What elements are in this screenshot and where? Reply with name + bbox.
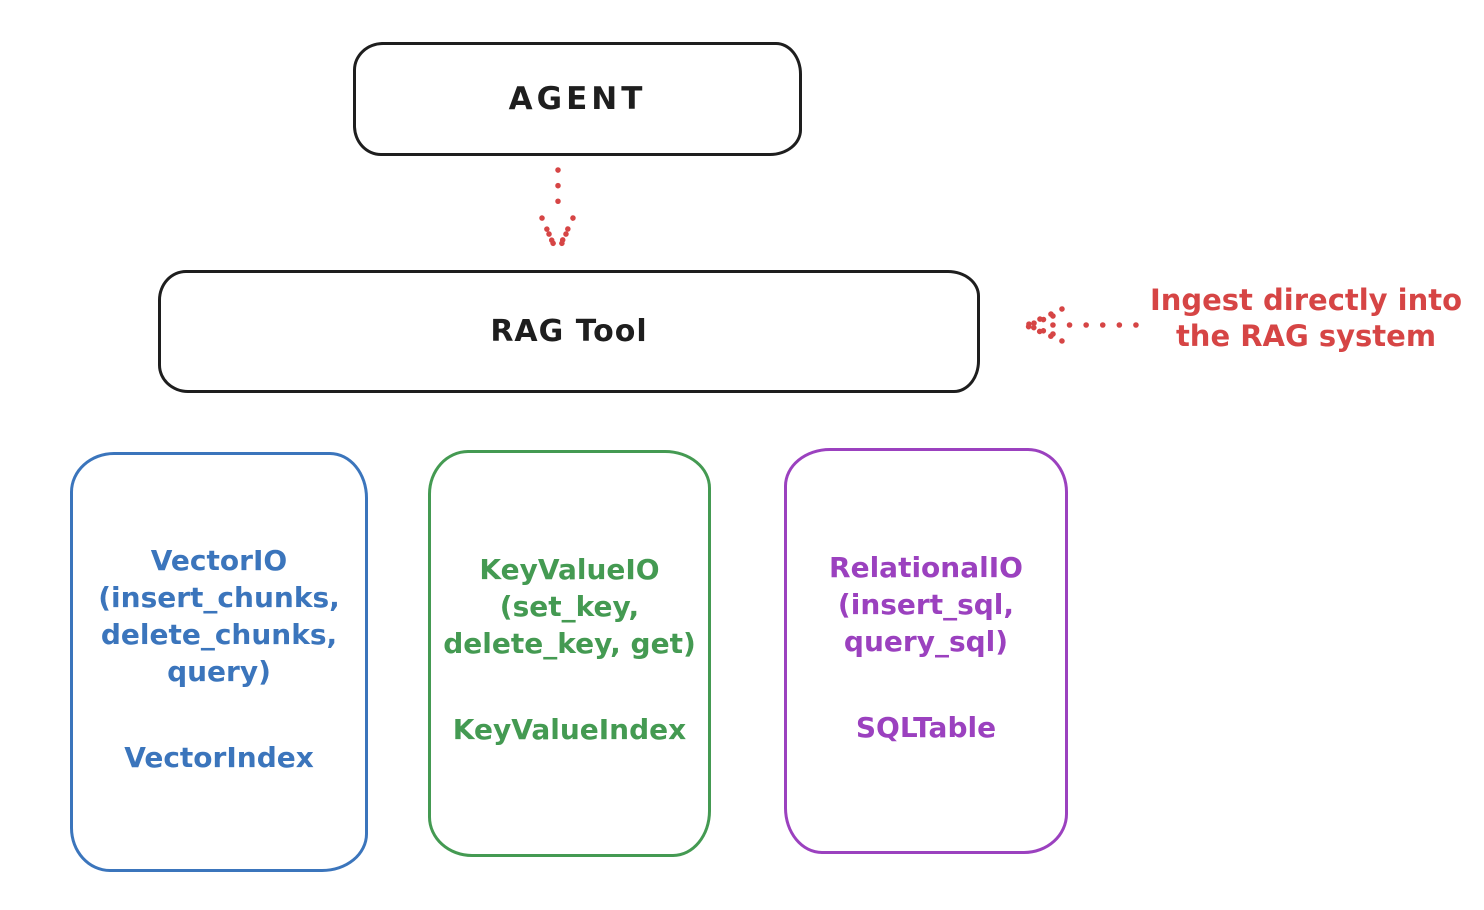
rag-tool-label: RAG Tool [490,314,648,349]
keyvalue-io-box: KeyValueIO (set_key, delete_key, get) Ke… [428,450,711,857]
vector-io-methods: VectorIO (insert_chunks, delete_chunks, … [98,544,340,688]
sql-table-label: SQLTable [855,711,997,744]
vector-index-label: VectorIndex [124,741,314,774]
vector-io-box: VectorIO (insert_chunks, delete_chunks, … [70,452,368,872]
keyvalue-index-label: KeyValueIndex [452,713,687,746]
ingest-annotation: Ingest directly into the RAG system [1149,283,1463,353]
rag-tool-box: RAG Tool [158,270,980,393]
relational-io-methods: RelationalIO (insert_sql, query_sql) [829,551,1023,658]
agent-label: AGENT [508,81,647,117]
dotted-arrow-left-icon [1024,306,1139,344]
dotted-arrow-down-icon [539,167,576,255]
keyvalue-io-methods: KeyValueIO (set_key, delete_key, get) [443,553,696,660]
relational-io-box: RelationalIO (insert_sql, query_sql) SQL… [784,448,1068,854]
agent-box: AGENT [353,42,802,156]
